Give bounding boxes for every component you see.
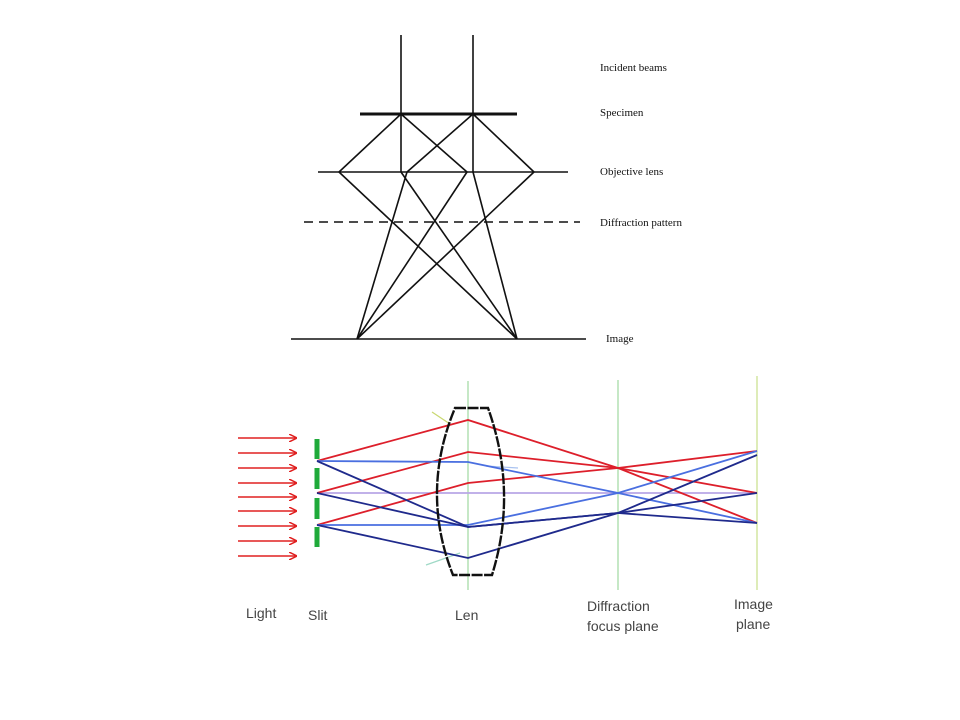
ray-navy (316, 492, 758, 528)
bottom-labels: Light Slit Len Diffraction focus plane I… (246, 596, 773, 634)
label-diffraction-line2: focus plane (587, 618, 659, 634)
ray-blue (316, 460, 758, 524)
lens-ray (356, 171, 408, 340)
ray-blue (317, 450, 758, 526)
rays (316, 419, 758, 559)
label-lens: Len (455, 607, 478, 623)
lens-ray (338, 171, 518, 340)
lens-ray (356, 171, 535, 340)
label-diffraction-line1: Diffraction (587, 598, 650, 614)
ray-navy (316, 454, 758, 559)
label-image-line2: plane (736, 616, 770, 632)
label-diffraction-pattern: Diffraction pattern (600, 217, 682, 229)
label-specimen: Specimen (600, 107, 644, 119)
label-slit: Slit (308, 607, 328, 623)
faint-tick (431, 411, 451, 425)
label-light: Light (246, 605, 276, 621)
top-labels: Incident beams Specimen Objective lens D… (600, 62, 682, 345)
ray-red (316, 451, 758, 494)
ray-red (316, 450, 758, 526)
lens-ray (356, 171, 468, 340)
diffracted-beam (472, 113, 535, 173)
diffracted-beam (406, 113, 474, 173)
lens-ray (400, 171, 518, 340)
label-image-line1: Image (734, 596, 773, 612)
diffracted-beam (400, 113, 468, 173)
electron-microscope-diagram (291, 35, 586, 340)
light-arrows (238, 438, 296, 556)
label-objective-lens: Objective lens (600, 166, 663, 178)
label-incident-beams: Incident beams (600, 62, 667, 74)
ray-red (316, 419, 758, 524)
diffracted-beam (338, 113, 402, 173)
lens-ray (472, 171, 518, 340)
label-image: Image (606, 333, 634, 345)
lens-outline (435, 406, 506, 577)
